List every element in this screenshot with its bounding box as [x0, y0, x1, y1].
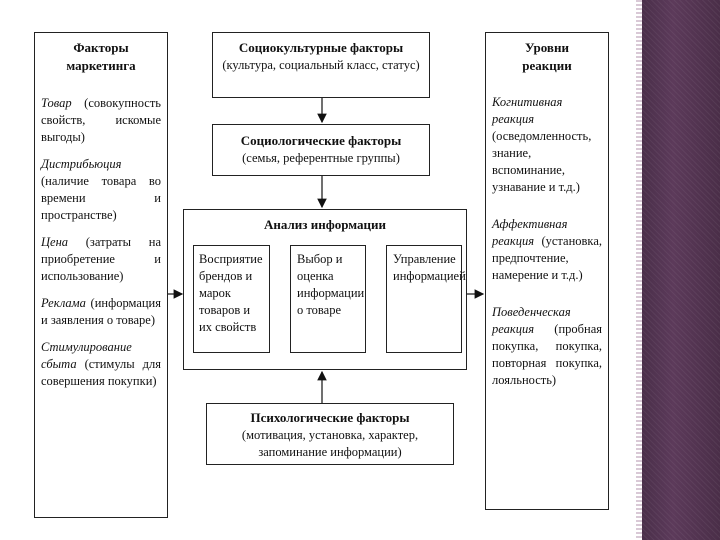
marketing-factor-item: Цена (затраты на приобретение и использо… [41, 234, 161, 285]
marketing-factors-box: Факторы маркетинга Товар (совокупность с… [34, 32, 168, 518]
decorative-sidebar [642, 0, 720, 540]
factor-text-advertising: (информация и заявления о товаре) [41, 296, 161, 327]
factor-title-product: Товар [41, 96, 72, 110]
marketing-factor-item: Дистрибьюция (наличие товара во времени … [41, 156, 161, 224]
reaction-title-behavioral: Поведенческая реакция [492, 305, 571, 336]
reaction-text-cognitive: (осведомленность, знание, вспоминание, у… [492, 129, 592, 194]
factor-title-price: Цена [41, 235, 69, 249]
factor-title-distribution: Дистрибьюция [41, 157, 122, 171]
sociological-text: (семья, референтные группы) [242, 150, 400, 165]
reaction-text-behavioral: (пробная покупка, покупка, повторная пок… [492, 322, 602, 387]
reaction-level-item: Аффективная реакция (установка, предпочт… [492, 216, 602, 284]
reaction-title-cognitive: Когнитивная реакция [492, 95, 563, 126]
factor-title-sales-promotion: Стимулирование сбыта [41, 340, 132, 371]
factor-text-product: (совокупность свойств, искомые выгоды) [41, 96, 161, 144]
reaction-level-item: Когнитивная реакция (осведомленность, зн… [492, 94, 602, 196]
factor-text-sales-promotion: (стимулы для совершения покупки) [41, 357, 161, 388]
factor-text-price: (затраты на приобретение и использование… [41, 235, 162, 283]
marketing-factors-title-line2: маркетинга [66, 57, 136, 73]
reaction-text-affective: (установка, предпочтение, намерение и т.… [492, 234, 602, 282]
perception-text: Восприятие брендов и марок товаров и их … [199, 252, 263, 334]
information-management-box: Управление информацией [386, 245, 466, 353]
factor-text-distribution: (наличие товара во времени и пространств… [41, 174, 161, 222]
analysis-title: Анализ информации [264, 217, 386, 232]
information-management-text: Управление информацией [393, 252, 466, 283]
sociological-title: Социологические факторы [240, 133, 402, 148]
marketing-factors-title: Факторы маркетинга [41, 39, 161, 74]
choice-evaluation-box: Выбор и оценка информации о товаре [290, 245, 366, 353]
sociocultural-text: (культура, социальный класс, статус) [222, 57, 420, 72]
reaction-level-item: Поведенческая реакция (пробная покупка, … [492, 304, 602, 389]
marketing-factor-item: Реклама (информация и заявления о товаре… [41, 295, 161, 329]
sociocultural-title: Социокультурные факторы [238, 40, 404, 55]
psychological-text: (мотивация, установка, характер, запомин… [241, 427, 419, 459]
marketing-factor-item: Товар (совокупность свойств, искомые выг… [41, 95, 161, 146]
perception-box: Восприятие брендов и марок товаров и их … [193, 245, 270, 353]
sociological-factors-box: Социологические факторы (семья, референт… [212, 124, 430, 176]
sociocultural-factors-box: Социокультурные факторы (культура, социа… [212, 32, 430, 98]
reaction-levels-box: Уровни реакции Когнитивная реакция (осве… [485, 32, 609, 510]
psychological-factors-box: Психологические факторы (мотивация, уста… [206, 403, 454, 465]
sidebar-edge [636, 0, 642, 540]
reaction-levels-title: Уровни реакции [492, 39, 602, 74]
psychological-title: Психологические факторы [250, 410, 410, 425]
reaction-title-affective: Аффективная реакция [492, 217, 568, 248]
choice-evaluation-text: Выбор и оценка информации о товаре [297, 252, 365, 317]
reaction-levels-title-line1: Уровни [525, 40, 569, 55]
marketing-factor-item: Стимулирование сбыта (стимулы для соверш… [41, 339, 161, 390]
reaction-levels-title-line2: реакции [522, 57, 572, 73]
factor-title-advertising: Реклама [41, 296, 86, 310]
marketing-factors-title-line1: Факторы [73, 40, 129, 55]
